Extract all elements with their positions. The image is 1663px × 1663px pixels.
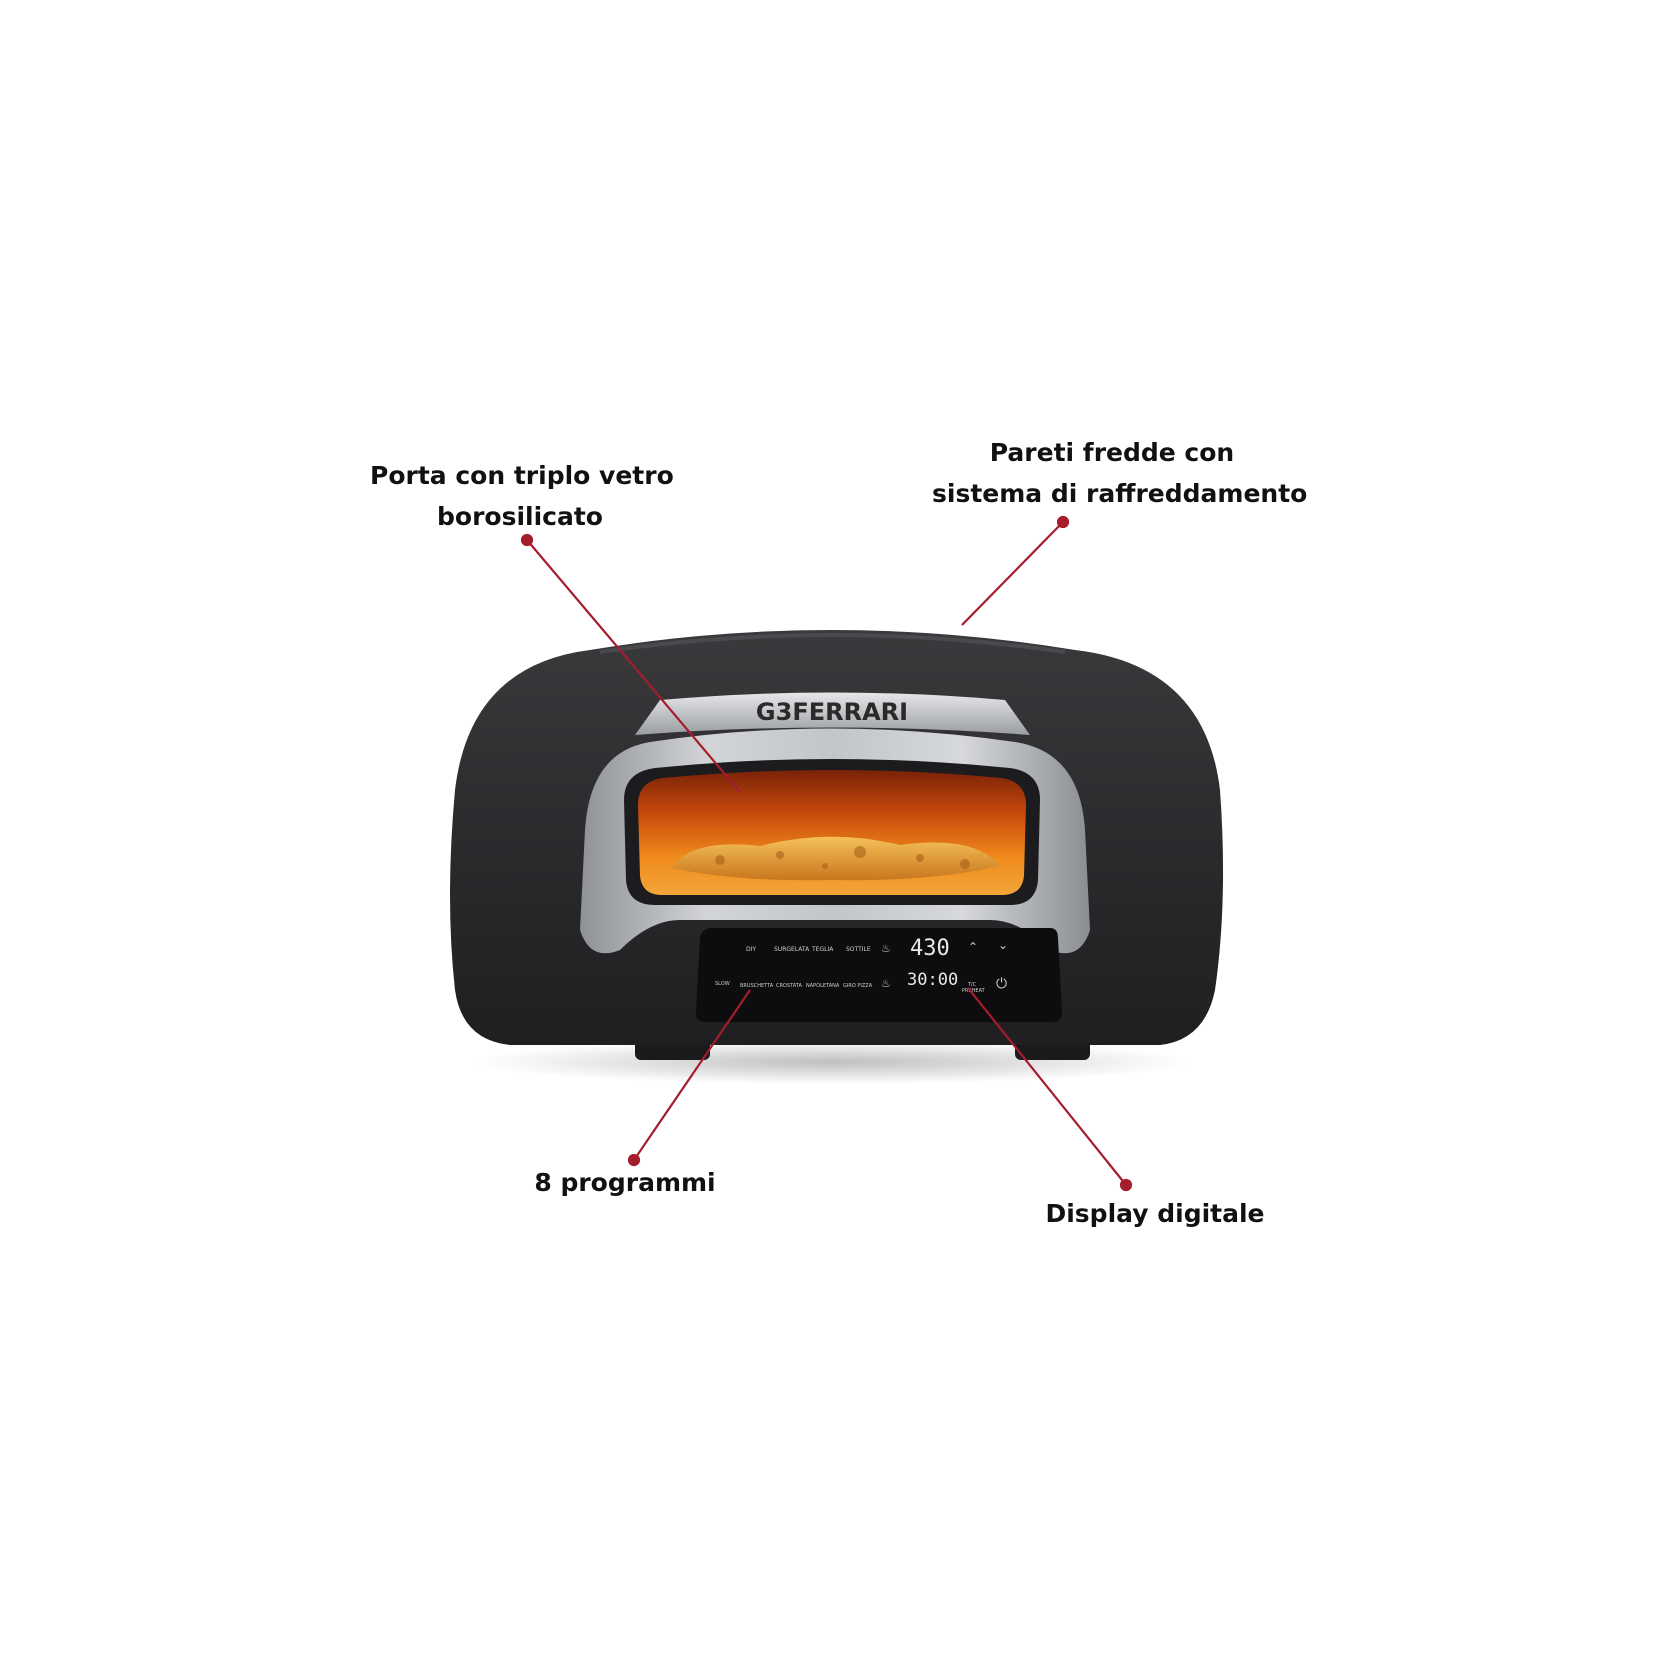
heat-icon: ♨ bbox=[881, 942, 891, 955]
program-top-4[interactable]: SOTTILE bbox=[846, 946, 871, 953]
walls-callout-line1: Pareti fredde con bbox=[989, 438, 1235, 467]
arrow-up-icon[interactable]: ⌃ bbox=[968, 940, 979, 954]
brand-logo: G3FERRARI bbox=[756, 698, 908, 726]
door-callout-line bbox=[526, 539, 741, 793]
panel-overlay: DIY SURGELATA TEGLIA SOTTILE ♨ 430 ⌃ ⌄ S… bbox=[700, 930, 1060, 1020]
top-rim bbox=[599, 633, 1066, 654]
steel-lid bbox=[635, 692, 1030, 735]
program-top-3[interactable]: TEGLIA bbox=[812, 946, 834, 953]
walls-callout-line2: sistema di raffreddamento bbox=[932, 479, 1308, 508]
programs-callout-line1: 8 programmi bbox=[534, 1168, 716, 1197]
power-icon[interactable]: ⏻ bbox=[996, 976, 1008, 992]
program-top-2[interactable]: SURGELATA bbox=[774, 946, 810, 953]
walls-callout-dot bbox=[1056, 515, 1070, 529]
pizza-spots bbox=[715, 846, 970, 869]
programs-callout-dot bbox=[627, 1153, 641, 1167]
time-display: 30:00 bbox=[907, 970, 959, 990]
display-callout-line bbox=[967, 987, 1127, 1186]
walls-callout-line bbox=[961, 521, 1064, 626]
display-callout-line1: Display digitale bbox=[1045, 1199, 1265, 1228]
program-bottom-1[interactable]: BRUSCHETTA bbox=[740, 983, 774, 989]
program-top-1[interactable]: DIY bbox=[746, 946, 757, 953]
programs-callout: 8 programmi bbox=[520, 1162, 730, 1203]
slow-label[interactable]: SLOW bbox=[715, 981, 730, 987]
display-callout-dot bbox=[1119, 1178, 1133, 1192]
control-panel bbox=[695, 928, 1062, 1022]
preheat-label[interactable]: T/C PREHEAT bbox=[962, 982, 985, 994]
heat-icon: ♨ bbox=[881, 977, 891, 990]
program-bottom-4[interactable]: GIRO PIZZA bbox=[843, 983, 873, 989]
programs-callout-line bbox=[633, 989, 751, 1161]
program-bottom-2[interactable]: CROSTATA bbox=[776, 983, 802, 989]
door-callout-dot bbox=[520, 533, 534, 547]
door-callout-line2: borosilicato bbox=[437, 502, 603, 531]
door-callout-line1: Porta con triplo vetro bbox=[370, 461, 674, 490]
program-bottom-3[interactable]: NAPOLETANA bbox=[806, 983, 840, 989]
door-callout: Porta con triplo vetro borosilicato bbox=[370, 455, 674, 537]
temperature-display: 430 bbox=[910, 936, 950, 961]
arrow-down-icon[interactable]: ⌄ bbox=[998, 938, 1009, 952]
pizza bbox=[672, 836, 1000, 881]
display-callout: Display digitale bbox=[1035, 1193, 1275, 1234]
walls-callout: Pareti fredde con sistema di raffreddame… bbox=[932, 432, 1308, 514]
